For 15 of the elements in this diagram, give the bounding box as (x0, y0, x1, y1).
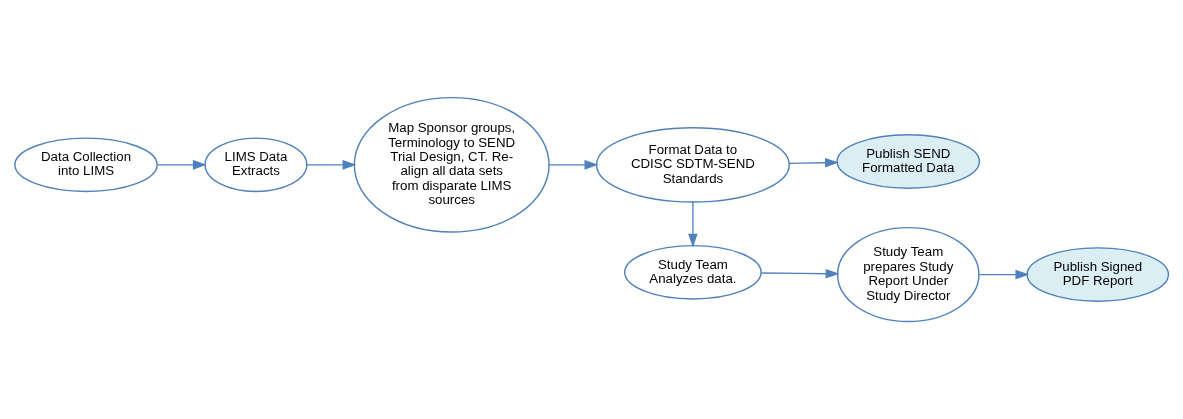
node-ellipse: LIMS Data Extracts (204, 137, 308, 193)
arrow (760, 268, 840, 279)
arrow (978, 269, 1030, 280)
node-ellipse: Study Team Analyzes data. (624, 244, 762, 300)
node-ellipse: Data Collection into LIMS (14, 137, 158, 193)
arrow (157, 160, 207, 170)
node-ellipse: Study Team prepares Study Report Under Study Director (836, 226, 980, 323)
arrow (306, 160, 357, 170)
node-ellipse: Format Data to CDISC SDTM-SEND Standards (595, 127, 790, 203)
node-ellipse: Map Sponsor groups, Terminology to SEND Trial Design, CT. Re-align all data sets from disparate LIMS sources (353, 96, 550, 233)
node-ellipse: Publish Signed PDF Report (1026, 247, 1170, 302)
arrow (688, 201, 698, 248)
arrow (788, 157, 839, 168)
arrow (548, 160, 599, 170)
node-ellipse: Publish SEND Formatted Data (836, 134, 981, 189)
